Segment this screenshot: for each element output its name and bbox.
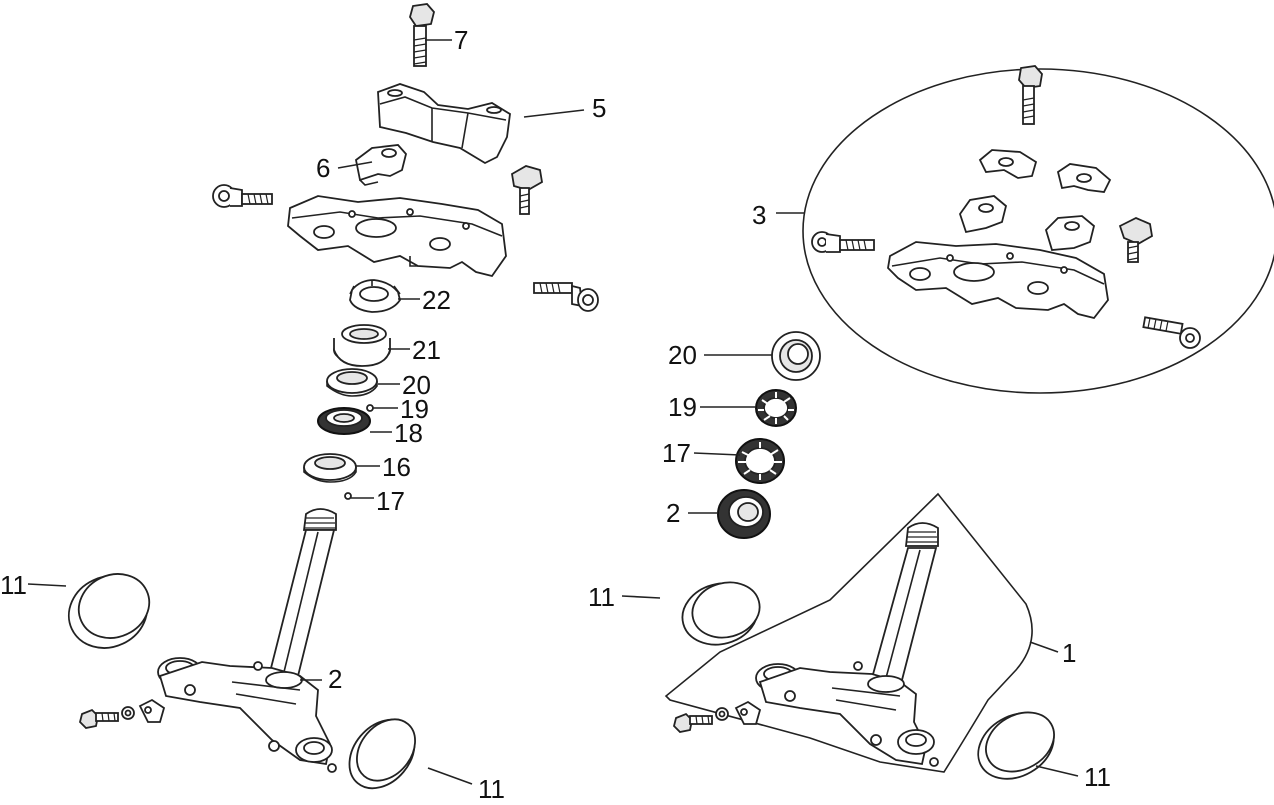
part-6-small-clamp [355, 144, 407, 186]
part-16-lower-race [303, 453, 357, 483]
detail-3-parts [811, 65, 1201, 349]
callout-18: 18 [394, 418, 423, 448]
callout-20-left: 20 [402, 370, 431, 400]
part-19-bearing-right [755, 389, 797, 427]
part-2-seal-right [717, 489, 771, 539]
part-11-cap-right-lower [977, 711, 1055, 780]
part-17-bearing-right [735, 438, 785, 484]
part-20-race-right [771, 331, 821, 381]
callout-16: 16 [382, 452, 411, 482]
callout-5: 5 [592, 93, 606, 123]
bottom-yoke [157, 657, 337, 773]
callout-1: 1 [1062, 638, 1076, 668]
callout-17-left: 17 [376, 486, 405, 516]
steering-stem [268, 508, 337, 678]
callout-2-left: 2 [328, 664, 342, 694]
leader-lines [27, 39, 1079, 785]
callout-11-right-upper: 11 [588, 582, 615, 612]
callout-7: 7 [454, 25, 468, 55]
callout-6: 6 [316, 153, 330, 183]
callout-11-left-upper: 11 [0, 570, 27, 600]
part-11-cap-left-upper [67, 573, 151, 649]
callout-21: 21 [412, 335, 441, 365]
callout-22: 22 [422, 285, 451, 315]
part-1-stem-yoke [673, 522, 939, 767]
part-22-nut [349, 279, 401, 313]
part-18-seal [317, 407, 371, 435]
detail-3-outline [802, 68, 1274, 394]
part-11-cap-left-lower [348, 718, 416, 790]
left-side-bolt [212, 184, 273, 208]
yoke-bolt-washer [79, 698, 166, 729]
callout-19-right: 19 [668, 392, 697, 422]
part-17-ball [344, 492, 352, 500]
callout-17-right: 17 [662, 438, 691, 468]
callout-3: 3 [752, 200, 766, 230]
callout-labels: 7 5 6 22 21 20 19 18 16 17 2 11 11 3 20 … [0, 25, 1111, 804]
part-20-race [326, 368, 378, 397]
callout-19-left: 19 [400, 394, 429, 424]
clamp-bolt [511, 165, 543, 215]
right-side-bolt [533, 282, 599, 312]
part-21-dust-cover [333, 324, 391, 367]
callout-11-left-lower: 11 [478, 774, 505, 800]
part-19-ball [366, 404, 374, 412]
part-5-top-clamp [377, 83, 511, 165]
callout-20-right: 20 [668, 340, 697, 370]
part-11-cap-right-upper [681, 581, 761, 646]
part-7-bolt [409, 3, 435, 67]
callout-2-right: 2 [666, 498, 680, 528]
detail-1-outline [664, 492, 1033, 773]
top-yoke [287, 195, 507, 278]
callout-11-right-lower: 11 [1084, 762, 1111, 792]
